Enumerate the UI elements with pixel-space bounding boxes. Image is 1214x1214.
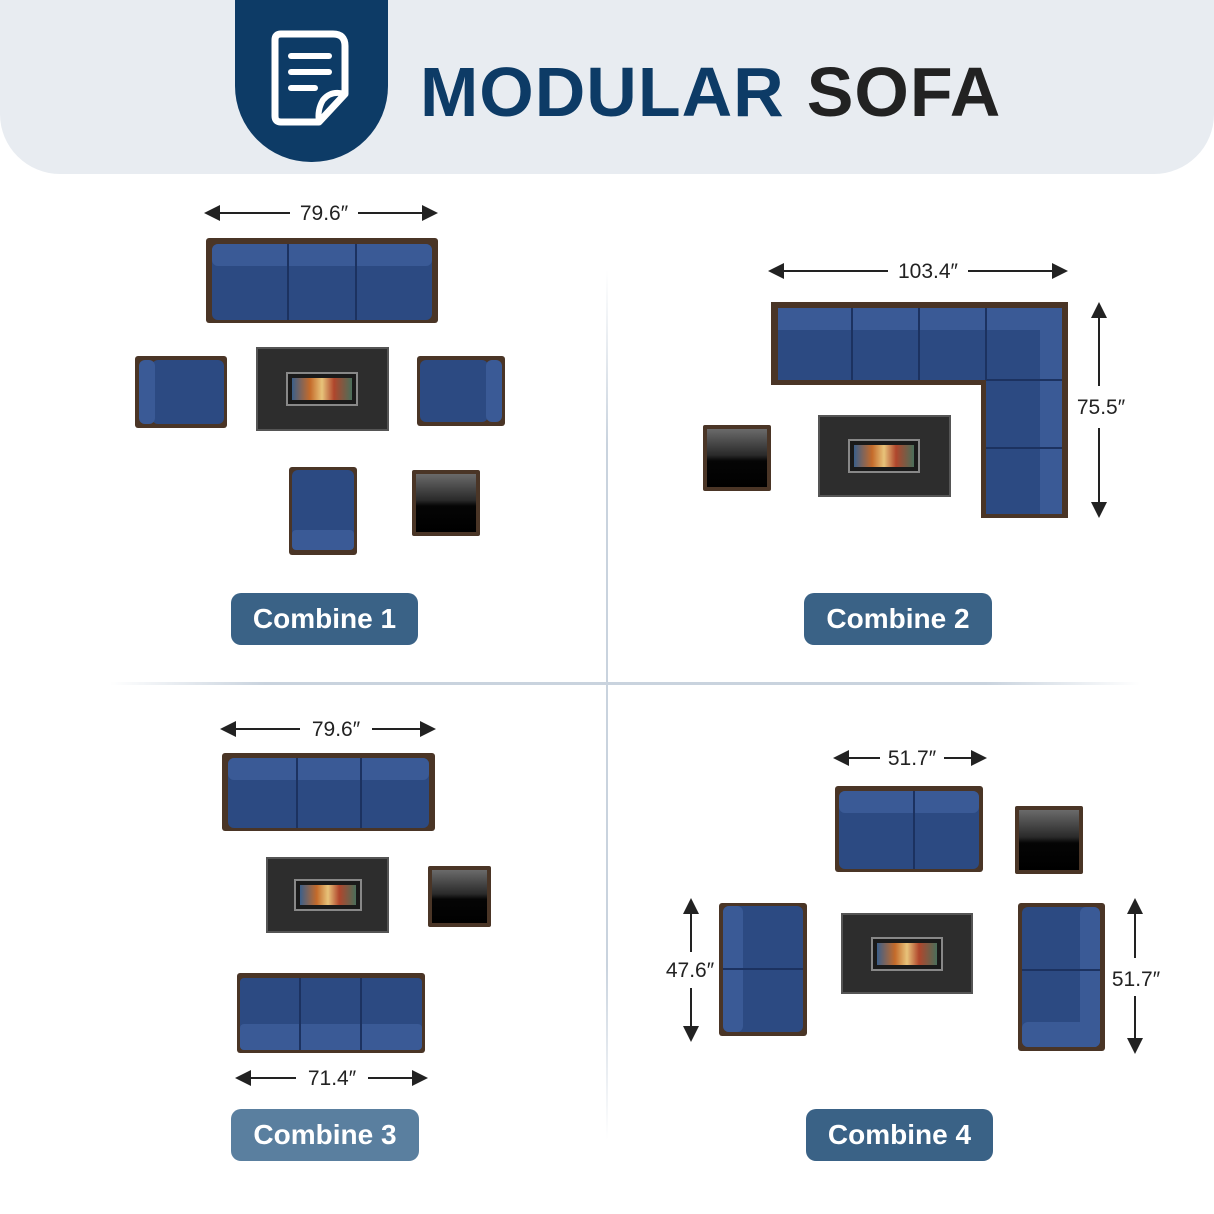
combine1-width-label: 79.6″ xyxy=(300,202,349,225)
combine4-left-depth-label: 47.6″ xyxy=(666,959,715,982)
combine4-diagram: 51.7″ 47.6″ xyxy=(666,747,1161,1054)
combine2-width-label: 103.4″ xyxy=(898,260,959,283)
three-seat-sofa xyxy=(222,753,435,831)
armchair-right xyxy=(417,356,505,426)
combine3-top-width-label: 79.6″ xyxy=(312,718,361,741)
combine-3-button[interactable]: Combine 3 xyxy=(231,1109,419,1161)
fire-pit-table xyxy=(266,857,389,933)
fire-pit-table xyxy=(841,913,973,994)
armless-three-seat-sofa xyxy=(237,973,425,1053)
combine2-diagram: 103.4″ 75.5″ xyxy=(703,260,1126,518)
loveseat-left xyxy=(719,903,807,1036)
combine2-depth-label: 75.5″ xyxy=(1077,396,1126,419)
combine4-right-depth-label: 51.7″ xyxy=(1112,968,1161,991)
armchair-left xyxy=(135,356,227,428)
side-table xyxy=(703,425,771,491)
l-sectional-sofa xyxy=(771,302,1068,518)
combine-1-button[interactable]: Combine 1 xyxy=(231,593,418,645)
three-seat-sofa xyxy=(206,238,438,323)
title-sofa: SOFA xyxy=(806,53,1002,131)
quadrant-divider-horizontal xyxy=(110,682,1140,685)
fire-pit-table xyxy=(256,347,389,431)
page-title: MODULAR SOFA xyxy=(420,52,1001,132)
side-table xyxy=(1015,806,1083,874)
header-badge xyxy=(235,0,388,162)
combine-2-button[interactable]: Combine 2 xyxy=(804,593,992,645)
quadrant-divider-vertical xyxy=(606,270,608,1140)
title-modular: MODULAR xyxy=(420,53,785,131)
corner-sofa-right xyxy=(1018,903,1105,1051)
combine3-diagram: 79.6″ 71.4″ xyxy=(220,718,491,1090)
combine-4-button[interactable]: Combine 4 xyxy=(806,1109,993,1161)
side-table xyxy=(412,470,480,536)
loveseat xyxy=(835,786,983,872)
combine3-bottom-width-label: 71.4″ xyxy=(308,1067,357,1090)
header-band xyxy=(0,0,1214,174)
document-icon xyxy=(271,30,349,126)
side-table xyxy=(428,866,491,927)
fire-pit-table xyxy=(818,415,951,497)
armless-chair xyxy=(289,467,357,555)
combine1-diagram: 79.6″ xyxy=(135,202,505,555)
combine4-width-label: 51.7″ xyxy=(888,747,937,770)
